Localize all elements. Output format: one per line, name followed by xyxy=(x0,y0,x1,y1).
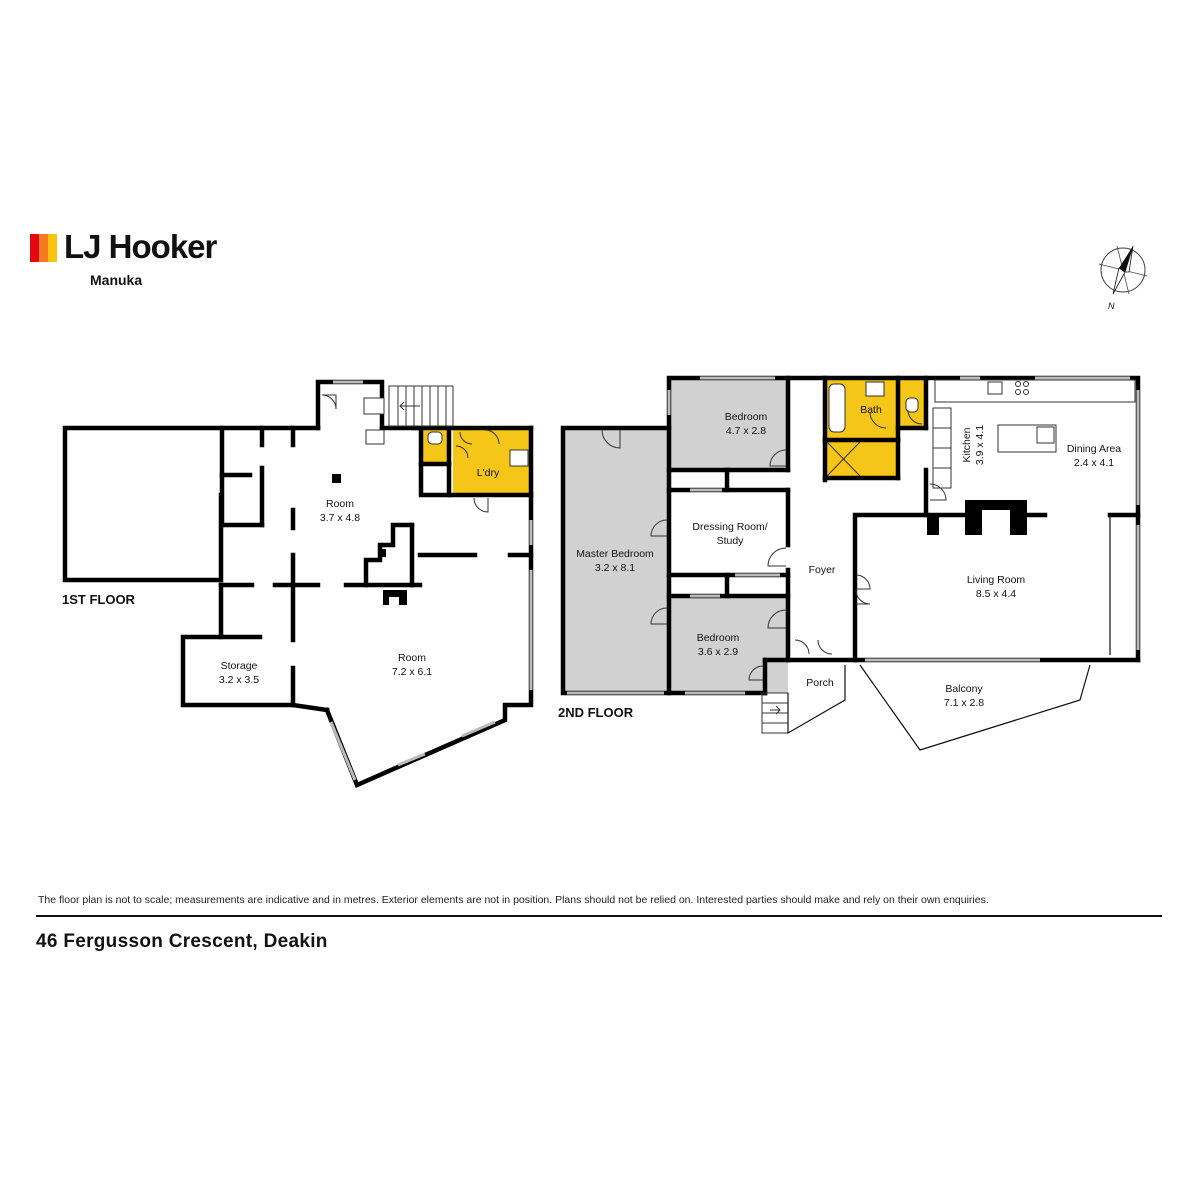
room-label-dining: Dining Area xyxy=(1067,443,1121,455)
room-size-kitchen: 3.9 x 4.1 xyxy=(974,425,986,465)
room-label-bedroom-1: Bedroom xyxy=(725,411,768,423)
room-size-room-lower: 7.2 x 6.1 xyxy=(392,666,432,678)
footer-divider xyxy=(36,915,1162,917)
office-name: Manuka xyxy=(90,272,143,288)
master-bedroom-fill xyxy=(563,428,669,693)
kitchen-sink-icon xyxy=(987,381,1003,395)
room-size-room-upper: 3.7 x 4.8 xyxy=(320,512,360,524)
room-label-dressing-room: Dressing Room/ xyxy=(692,521,767,533)
room-label-kitchen: Kitchen xyxy=(961,427,973,462)
bedroom-2-fill xyxy=(669,596,788,693)
room-size-bedroom-1: 4.7 x 2.8 xyxy=(726,425,766,437)
floor-label-second: 2ND FLOOR xyxy=(558,705,634,720)
stairs-icon xyxy=(388,385,454,427)
property-address: 46 Fergusson Crescent, Deakin xyxy=(36,931,328,952)
room-size-storage: 3.2 x 3.5 xyxy=(219,674,259,686)
room-label-porch: Porch xyxy=(806,677,834,689)
room-label-study: Study xyxy=(717,535,745,547)
bedroom-1-fill xyxy=(669,378,788,470)
room-label-living-room: Living Room xyxy=(967,574,1026,586)
logo-bars-icon xyxy=(30,234,58,262)
porch-steps-icon xyxy=(761,692,789,734)
laundry-tub-icon xyxy=(509,449,529,467)
shower-fill xyxy=(825,440,898,478)
toilet-icon xyxy=(427,431,443,445)
room-size-living-room: 8.5 x 4.4 xyxy=(976,588,1016,600)
room-label-room-lower: Room xyxy=(398,652,426,664)
room-label-bedroom-2: Bedroom xyxy=(697,632,740,644)
bathtub-icon xyxy=(828,383,846,433)
second-floor-plan: Kitchen 3.9 x 4.1 xyxy=(560,375,1141,751)
room-size-bedroom-2: 3.6 x 2.9 xyxy=(698,646,738,658)
room-label-master-bedroom: Master Bedroom xyxy=(576,548,654,560)
pillar xyxy=(332,474,341,483)
lj-hooker-logo: LJ Hooker Manuka xyxy=(30,228,230,292)
room-size-master-bedroom: 3.2 x 8.1 xyxy=(595,562,635,574)
compass-north-label: N xyxy=(1108,301,1115,311)
room-label-foyer: Foyer xyxy=(809,564,836,576)
room-size-balcony: 7.1 x 2.8 xyxy=(944,697,984,709)
room-label-laundry: L'dry xyxy=(477,467,500,479)
bath-toilet-icon xyxy=(905,397,919,413)
room-label-bath: Bath xyxy=(860,404,882,416)
room-label-storage: Storage xyxy=(221,660,258,672)
basin-icon xyxy=(363,397,385,415)
floor-label-first: 1ST FLOOR xyxy=(62,592,136,607)
disclaimer-text: The floor plan is not to scale; measurem… xyxy=(38,894,989,906)
room-size-dining: 2.4 x 4.1 xyxy=(1074,457,1114,469)
bath-basin-icon xyxy=(865,381,885,397)
compass-icon: N xyxy=(1098,245,1148,311)
room-label-balcony: Balcony xyxy=(945,683,983,695)
first-floor-plan xyxy=(62,379,534,788)
room-label-room-upper: Room xyxy=(326,498,354,510)
brand-name: LJ Hooker xyxy=(64,228,217,265)
